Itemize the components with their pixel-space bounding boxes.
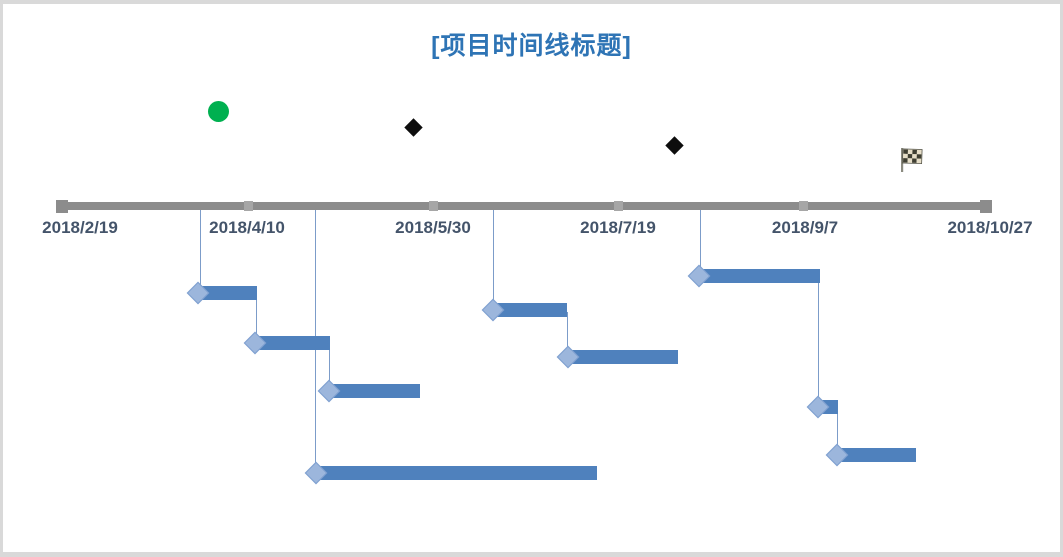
axis-date-label: 2018/4/10 [209, 218, 285, 237]
frame-border-top [0, 0, 1063, 4]
task-bar [316, 466, 597, 480]
timeline-axis-cap [56, 200, 68, 213]
milestone-finish-flag-icon [897, 146, 925, 174]
connector-line [567, 312, 568, 357]
frame-border-right [1060, 0, 1063, 557]
task-bar [493, 303, 567, 317]
frame-border-bottom [0, 552, 1063, 557]
task-bar [198, 286, 257, 300]
connector-line [256, 295, 257, 343]
timeline-axis-tick [799, 201, 808, 211]
connector-line [837, 409, 838, 455]
connector-line [329, 345, 330, 391]
axis-date-label: 2018/7/19 [580, 218, 656, 237]
task-bar [837, 448, 916, 462]
timeline-axis-tick [614, 201, 623, 211]
connector-line [818, 278, 819, 407]
connector-line [200, 210, 201, 293]
task-bar [329, 384, 420, 398]
milestone-diamond-icon [664, 135, 684, 155]
task-bar [568, 350, 678, 364]
milestone-circle-icon [207, 100, 229, 122]
page-title: [项目时间线标题] [431, 32, 632, 60]
axis-date-label: 2018/9/7 [771, 218, 839, 237]
timeline-axis-cap [980, 200, 992, 213]
frame-border-left [0, 0, 3, 557]
axis-date-label: 2018/10/27 [947, 218, 1033, 237]
timeline-axis-tick [429, 201, 438, 211]
connector-line [700, 210, 701, 276]
milestone-diamond-icon [403, 117, 423, 137]
task-bar [699, 269, 820, 283]
connector-line [493, 210, 494, 310]
timeline-axis-bar [59, 202, 990, 210]
axis-date-label: 2018/2/19 [42, 218, 118, 237]
axis-date-label: 2018/5/30 [395, 218, 471, 237]
timeline-axis-tick [244, 201, 253, 211]
task-bar [255, 336, 330, 350]
